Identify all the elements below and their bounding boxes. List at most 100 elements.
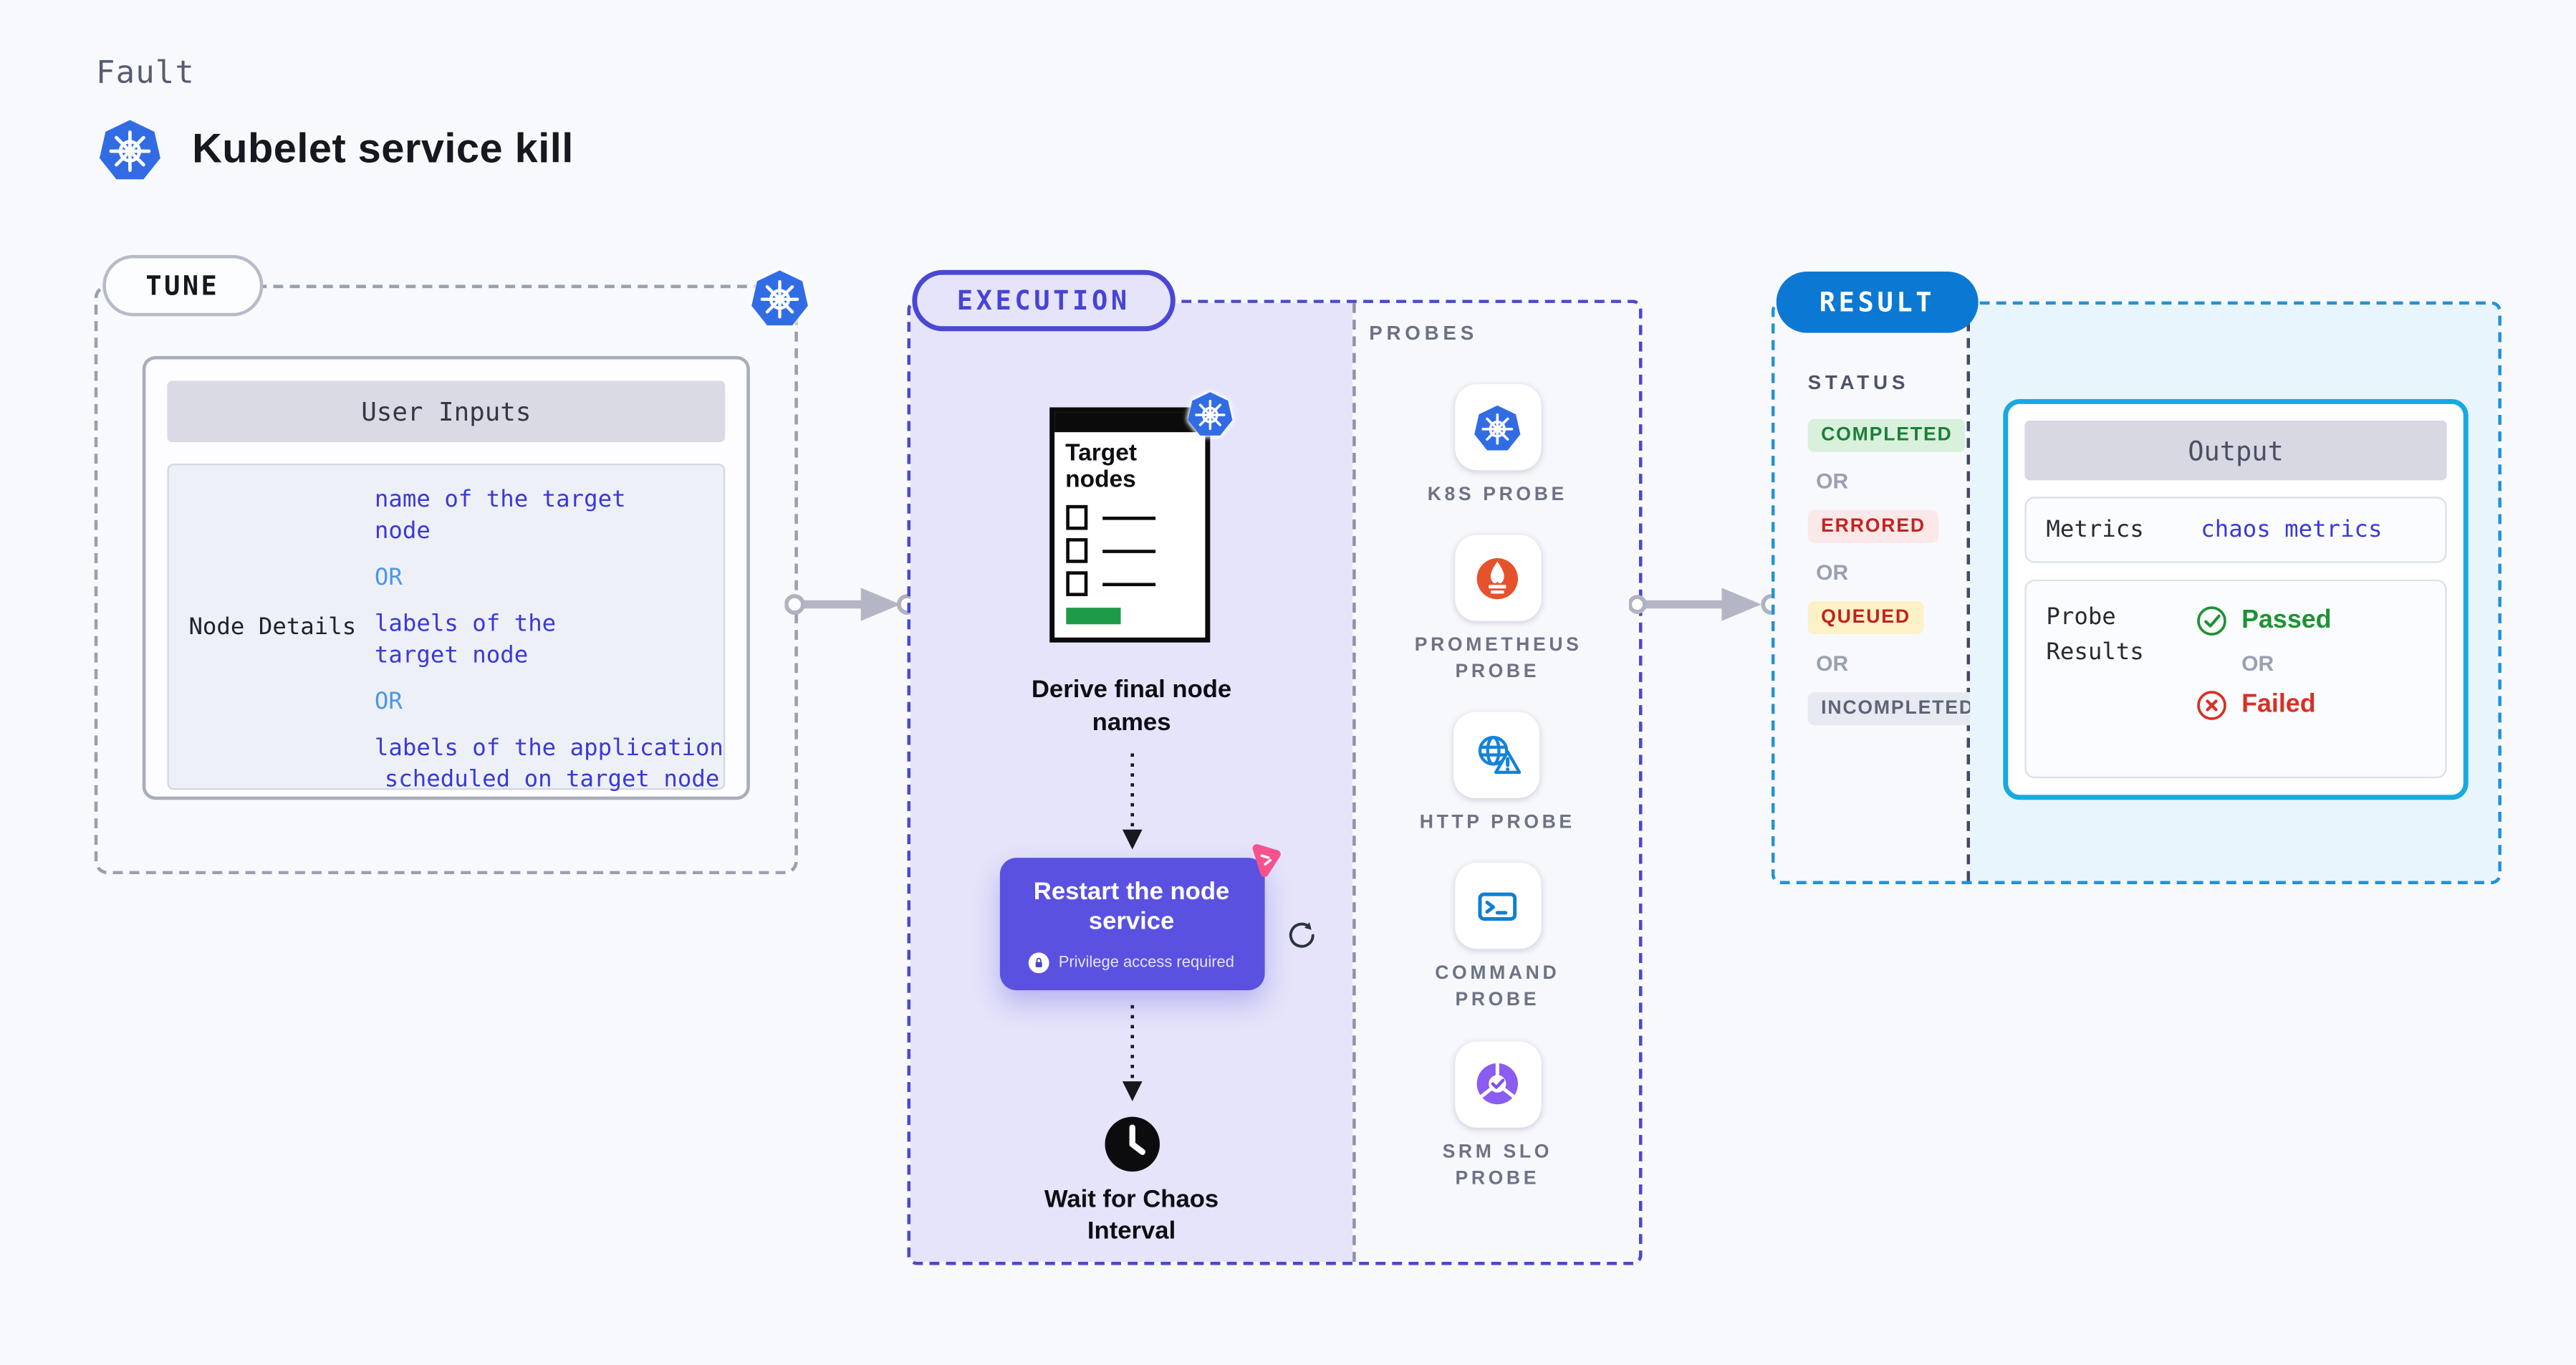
metrics-label: Metrics bbox=[2046, 517, 2144, 544]
value-line: name of the target bbox=[374, 487, 626, 514]
result-group: RESULT STATUS COMPLETED OR ERRORED OR QU… bbox=[1771, 272, 2501, 885]
checkbox-icon bbox=[1065, 505, 1087, 531]
checkbox-icon bbox=[1065, 538, 1087, 564]
checklist-row bbox=[1065, 572, 1204, 597]
flow-arrow bbox=[1629, 588, 1782, 621]
execution-flow-panel: Target nodes Derive final node names Res… bbox=[910, 302, 1353, 1262]
or-separator: OR bbox=[1816, 560, 1849, 585]
kubernetes-icon bbox=[1185, 389, 1234, 439]
list-line bbox=[1101, 582, 1155, 587]
target-nodes-doc: Target nodes bbox=[1049, 407, 1210, 643]
page-title: Kubelet service kill bbox=[192, 125, 574, 173]
tune-badge: TUNE bbox=[102, 254, 263, 317]
probe-label: K8S PROBE bbox=[1427, 485, 1567, 505]
green-progress-bar bbox=[1065, 608, 1120, 625]
list-line bbox=[1101, 549, 1155, 554]
probe-card bbox=[1454, 535, 1541, 621]
result-badge: RESULT bbox=[1776, 272, 1979, 333]
status-stack: COMPLETED OR ERRORED OR QUEUED OR INCOMP… bbox=[1807, 418, 1988, 726]
restart-node-service-node: Restart the node service Privilege acces… bbox=[999, 857, 1264, 991]
privilege-note-text: Privilege access required bbox=[1058, 954, 1234, 972]
wait-step-label: Wait for Chaos Interval bbox=[1044, 1186, 1219, 1246]
value-line: node bbox=[374, 518, 431, 545]
probe-item: PROMETHEUS PROBE bbox=[1415, 535, 1580, 686]
output-box: Output Metrics chaos metrics Probe Resul… bbox=[2003, 398, 2469, 800]
status-pill-incompleted: INCOMPLETED bbox=[1807, 691, 1988, 726]
derive-step-label: Derive final node names bbox=[1031, 676, 1232, 737]
checklist-row bbox=[1065, 505, 1204, 531]
value-line: target node bbox=[374, 642, 529, 669]
status-pill-queued: QUEUED bbox=[1807, 600, 1924, 635]
probe-item: COMMAND PROBE bbox=[1415, 863, 1580, 1015]
http-globe-icon bbox=[1471, 730, 1523, 782]
execution-group: EXECUTION Target nodes Derive final node… bbox=[907, 269, 1643, 1265]
or-separator: OR bbox=[2241, 651, 2274, 676]
probe-results-values: Passed OR Failed bbox=[2195, 605, 2332, 757]
failed-text: Failed bbox=[2241, 690, 2316, 719]
chaos-pink-icon bbox=[1242, 838, 1284, 879]
target-nodes-title: Target nodes bbox=[1065, 440, 1138, 493]
probe-results-label: Probe Results bbox=[2046, 604, 2144, 666]
or-separator: OR bbox=[374, 565, 403, 592]
value-line: scheduled on target node bbox=[384, 766, 720, 793]
probe-label: COMMAND PROBE bbox=[1435, 964, 1560, 1011]
node-details-label: Node Details bbox=[188, 613, 357, 641]
clock-icon bbox=[1102, 1115, 1161, 1174]
list-line bbox=[1101, 516, 1155, 520]
status-pill-completed: COMPLETED bbox=[1807, 418, 1966, 452]
failed-line: Failed bbox=[2195, 689, 2331, 722]
metrics-value: chaos metrics bbox=[2201, 517, 2383, 544]
kubernetes-icon bbox=[749, 267, 812, 330]
node-details-row: Node Details name of the target node OR … bbox=[167, 464, 726, 793]
kubernetes-icon bbox=[96, 116, 164, 184]
metrics-row: Metrics chaos metrics bbox=[2024, 497, 2447, 563]
probe-label: SRM SLO PROBE bbox=[1442, 1141, 1552, 1189]
probe-results-row: Probe Results Passed OR Failed bbox=[2024, 579, 2447, 779]
probe-card bbox=[1454, 384, 1541, 471]
probes-panel: PROBES K8S PROBE PROMETHEUS PROBE HTTP P… bbox=[1352, 302, 1639, 1262]
checklist-row bbox=[1065, 538, 1204, 564]
probe-card bbox=[1454, 1040, 1541, 1127]
probe-label: PROMETHEUS PROBE bbox=[1414, 636, 1582, 683]
flow-arrow bbox=[784, 588, 918, 621]
or-separator: OR bbox=[1816, 651, 1849, 676]
user-inputs-card: User Inputs Node Details name of the tar… bbox=[142, 355, 750, 800]
prometheus-icon bbox=[1471, 552, 1523, 604]
page-kicker: Fault bbox=[96, 54, 196, 92]
execution-badge: EXECUTION bbox=[912, 269, 1176, 332]
dotted-arrow-down bbox=[1121, 752, 1142, 849]
node-details-values: name of the target node OR labels of the… bbox=[374, 465, 724, 793]
or-separator: OR bbox=[374, 689, 403, 716]
tune-group: TUNE User Inputs Node Details name of th… bbox=[94, 254, 798, 875]
passed-check-icon bbox=[2195, 605, 2228, 638]
output-header: Output bbox=[2024, 420, 2447, 481]
probe-card bbox=[1454, 863, 1541, 950]
status-title: STATUS bbox=[1807, 370, 1910, 395]
result-output-panel: Output Metrics chaos metrics Probe Resul… bbox=[1970, 305, 2499, 881]
probes-title: PROBES bbox=[1369, 321, 1479, 345]
passed-text: Passed bbox=[2241, 605, 2332, 635]
status-pill-errored: ERRORED bbox=[1807, 509, 1939, 544]
or-separator: OR bbox=[1816, 469, 1849, 494]
retry-loop-icon bbox=[1282, 917, 1317, 952]
status-column: STATUS COMPLETED OR ERRORED OR QUEUED OR… bbox=[1774, 305, 1988, 881]
kubernetes-icon bbox=[1471, 401, 1523, 453]
restart-title: Restart the node service bbox=[1033, 877, 1230, 937]
doc-titlebar bbox=[1053, 412, 1205, 433]
user-inputs-header: User Inputs bbox=[167, 380, 726, 443]
privilege-note: Privilege access required bbox=[1012, 952, 1251, 974]
slo-pie-icon bbox=[1471, 1058, 1523, 1110]
failed-x-icon bbox=[2195, 689, 2228, 722]
passed-line: Passed bbox=[2195, 605, 2332, 638]
page-header: Kubelet service kill bbox=[96, 116, 574, 184]
dotted-arrow-down bbox=[1121, 1005, 1142, 1102]
probe-card bbox=[1454, 712, 1541, 799]
probe-item: K8S PROBE bbox=[1428, 384, 1567, 509]
terminal-icon bbox=[1471, 881, 1523, 932]
target-nodes-node: Target nodes bbox=[1049, 408, 1214, 643]
value-line: labels of the application bbox=[374, 735, 724, 762]
value-line: labels of the bbox=[374, 610, 557, 638]
checkbox-icon bbox=[1065, 572, 1087, 597]
probe-label: HTTP PROBE bbox=[1419, 813, 1575, 834]
